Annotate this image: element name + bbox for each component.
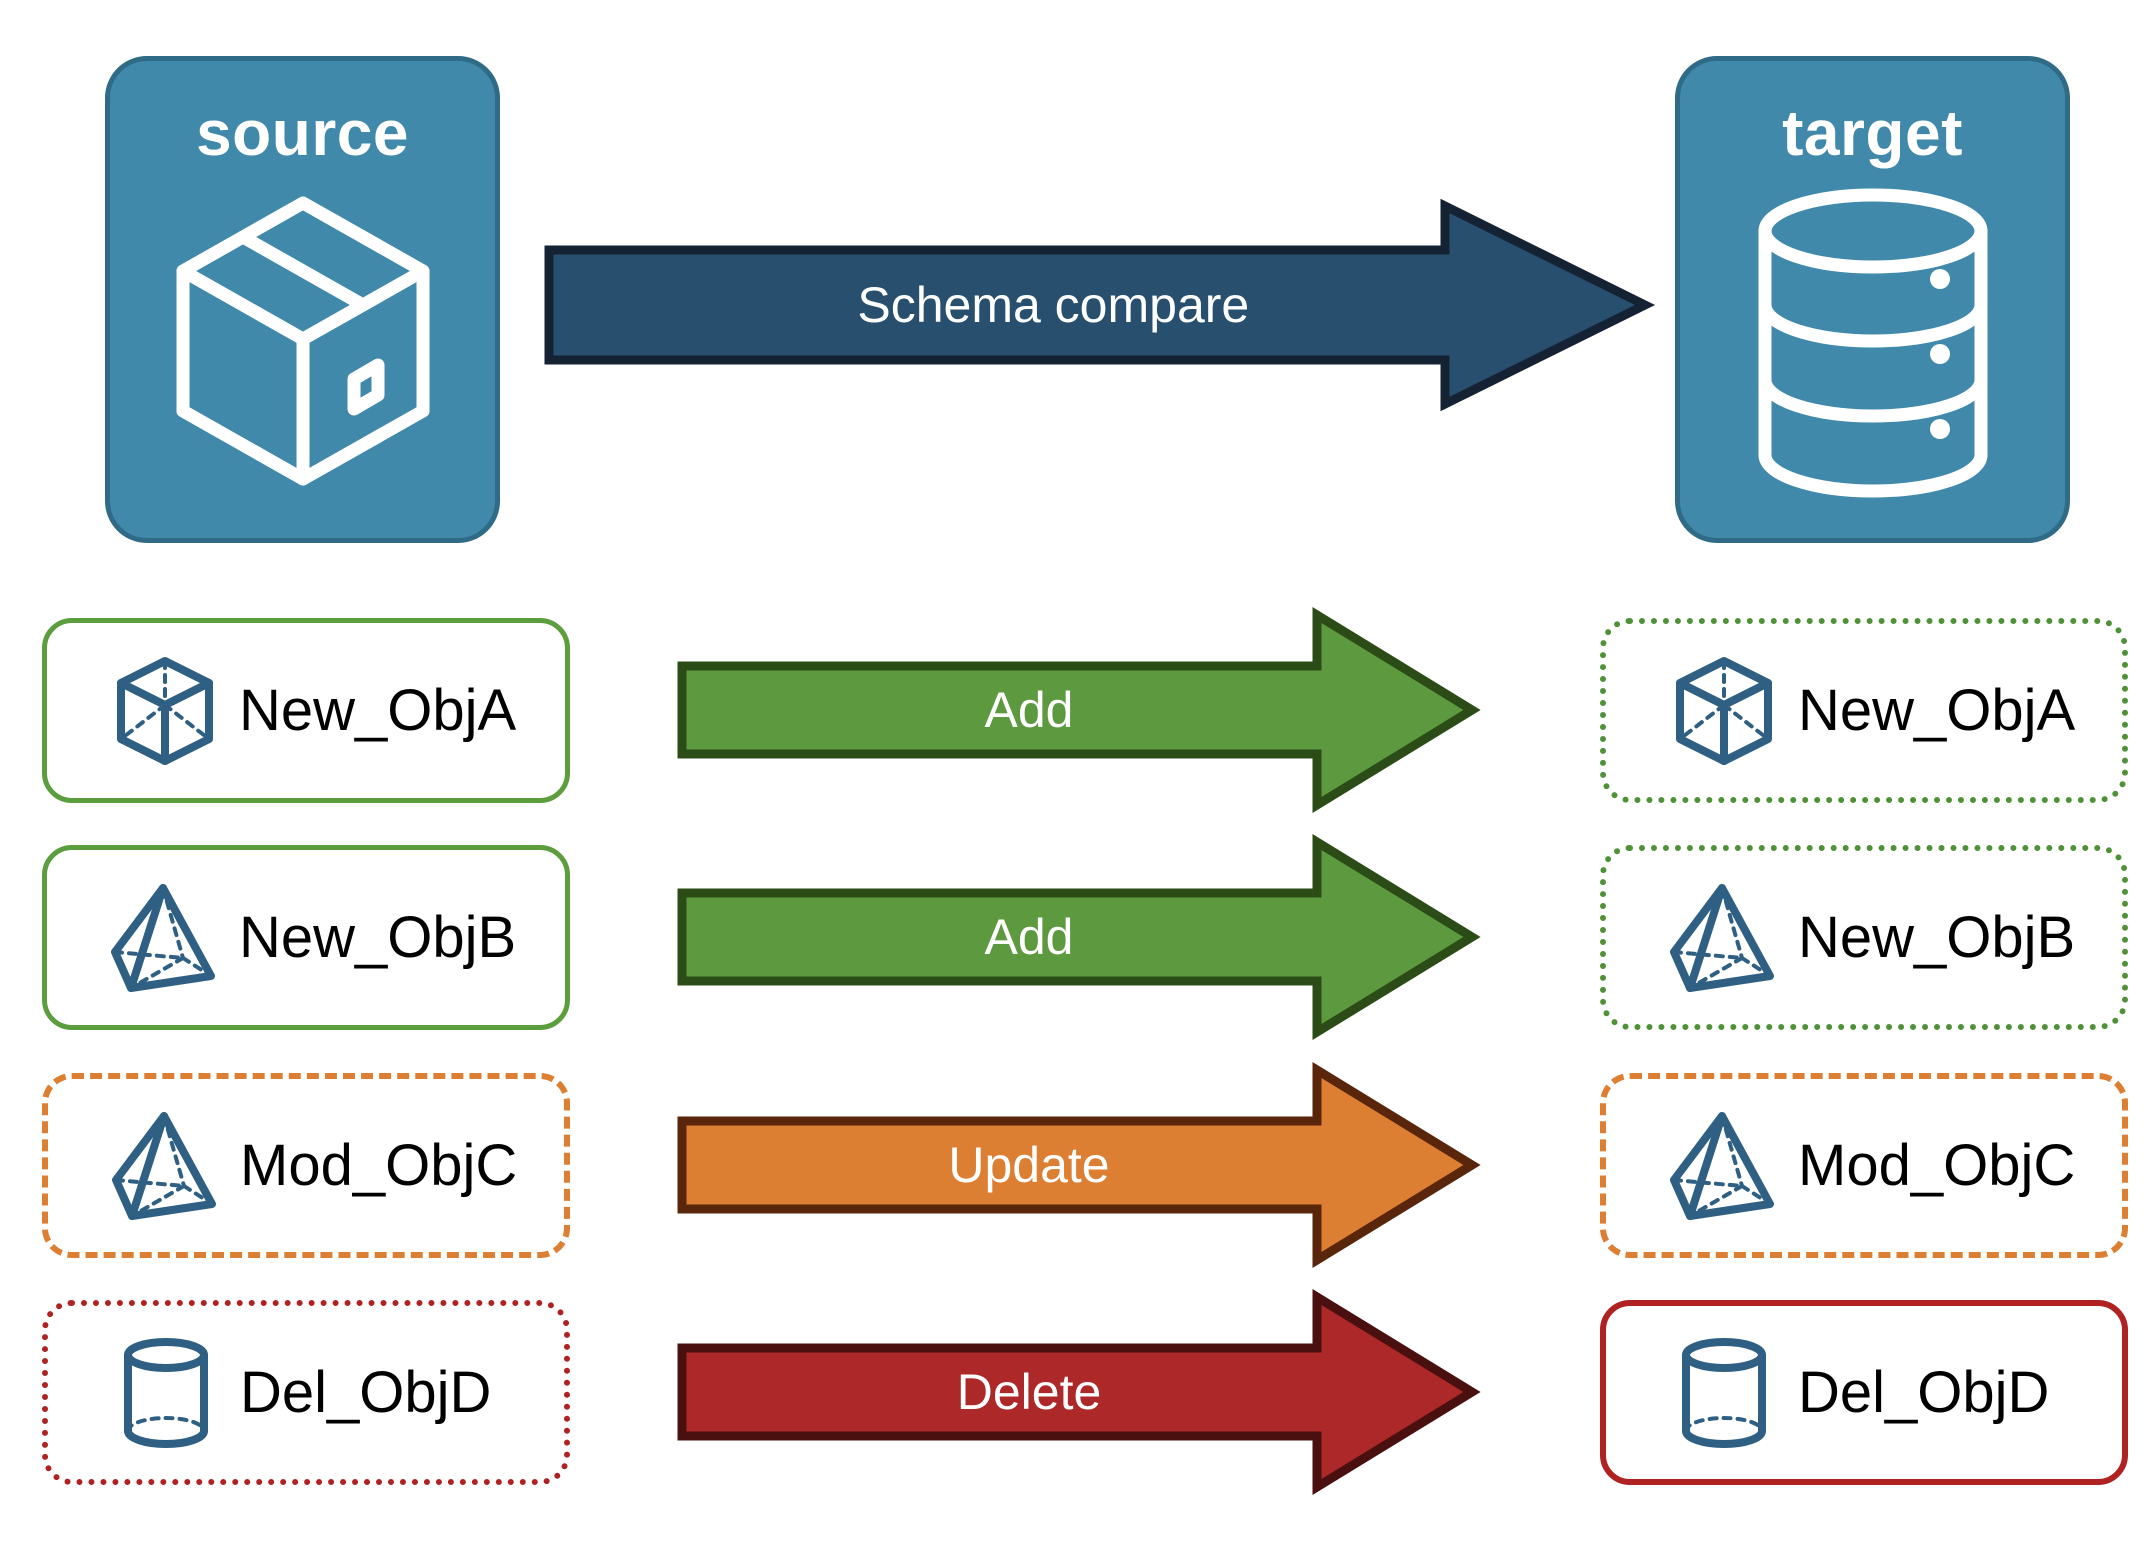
cylinder-wireframe-icon — [106, 1335, 226, 1451]
compare-row: Mod_ObjC Update — [0, 1061, 2150, 1269]
target-object-card[interactable]: Mod_ObjC — [1600, 1073, 2128, 1258]
source-object-label: New_ObjA — [239, 678, 517, 743]
compare-row: New_ObjA Add New_ — [0, 606, 2150, 814]
action-arrow: Update — [677, 1061, 1481, 1269]
action-arrow-shape — [677, 833, 1481, 1041]
target-title: target — [1782, 97, 1963, 169]
action-arrow: Add — [677, 606, 1481, 814]
action-arrow: Delete — [677, 1288, 1481, 1496]
target-object-label: Del_ObjD — [1798, 1360, 2050, 1425]
action-arrow: Add — [677, 833, 1481, 1041]
target-object-label: New_ObjB — [1798, 905, 2076, 970]
source-object-label: Del_ObjD — [240, 1360, 492, 1425]
target-object-label: Mod_ObjC — [1798, 1133, 2076, 1198]
target-object-card[interactable]: New_ObjB — [1600, 845, 2128, 1030]
target-object-card[interactable]: Del_ObjD — [1600, 1300, 2128, 1485]
pyramid-wireframe-icon — [106, 1108, 226, 1224]
compare-row: New_ObjB Add Ne — [0, 833, 2150, 1041]
cube-wireframe-icon — [105, 653, 225, 769]
action-arrow-shape — [677, 1288, 1481, 1496]
source-object-card[interactable]: Mod_ObjC — [42, 1073, 570, 1258]
schema-compare-arrow: Schema compare — [544, 198, 1656, 412]
target-object-card[interactable]: New_ObjA — [1600, 618, 2128, 803]
compare-row: Del_ObjD Delete Del_ObjD — [0, 1288, 2150, 1496]
target-object-label: New_ObjA — [1798, 678, 2076, 743]
package-box-icon — [158, 183, 448, 513]
cube-wireframe-icon — [1664, 653, 1784, 769]
source-object-label: Mod_ObjC — [240, 1133, 518, 1198]
action-arrow-shape — [677, 606, 1481, 814]
source-object-card[interactable]: New_ObjA — [42, 618, 570, 803]
source-object-label: New_ObjB — [239, 905, 517, 970]
source-title: source — [196, 97, 409, 169]
pyramid-wireframe-icon — [1664, 880, 1784, 996]
database-cylinder-icon — [1748, 183, 1998, 503]
source-endpoint-box: source — [105, 56, 500, 543]
pyramid-wireframe-icon — [1664, 1108, 1784, 1224]
action-arrow-shape — [677, 1061, 1481, 1269]
pyramid-wireframe-icon — [105, 880, 225, 996]
cylinder-wireframe-icon — [1664, 1335, 1784, 1451]
source-object-card[interactable]: Del_ObjD — [42, 1300, 570, 1485]
target-endpoint-box: target — [1675, 56, 2070, 543]
source-object-card[interactable]: New_ObjB — [42, 845, 570, 1030]
schema-arrow-shape — [544, 198, 1656, 412]
